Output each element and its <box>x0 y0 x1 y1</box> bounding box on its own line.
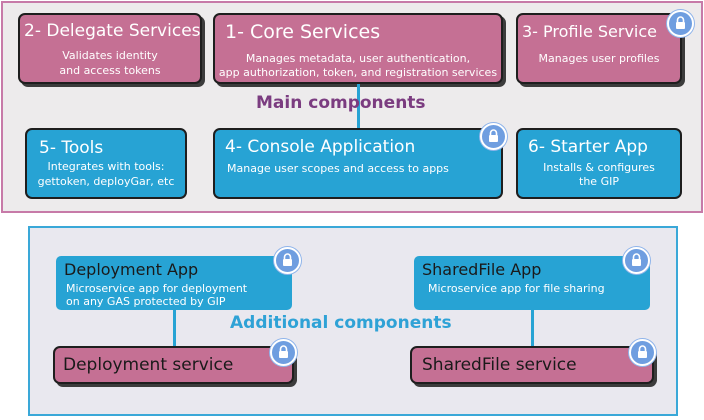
starter-app-desc-1: Installs & configures <box>543 161 655 174</box>
sharedfile-service-title: SharedFile service <box>422 355 577 375</box>
core-console-connector <box>357 84 360 130</box>
sharedfile-connector <box>531 310 534 347</box>
lock-icon <box>270 339 297 366</box>
main-components-label: Main components <box>256 93 426 113</box>
deployment-service-node: Deployment service <box>53 346 294 384</box>
deployment-app-title: Deployment App <box>64 260 199 279</box>
sharedfile-app-node: SharedFile App Microservice app for file… <box>414 256 650 310</box>
deployment-connector <box>173 310 176 347</box>
deployment-app-node: Deployment App Microservice app for depl… <box>56 256 292 310</box>
tools-desc-2: gettoken, deployGar, etc <box>37 175 175 188</box>
starter-app-node: 6- Starter App Installs & configures the… <box>516 128 682 199</box>
tools-desc-1: Integrates with tools: <box>47 160 165 173</box>
tools-title: 5- Tools <box>39 138 104 158</box>
delegate-services-title: 2- Delegate Services <box>24 21 201 41</box>
core-services-desc-1: Manages metadata, user authentication, <box>245 52 471 65</box>
lock-icon <box>274 247 301 274</box>
core-services-node: 1- Core Services Manages metadata, user … <box>213 13 503 84</box>
profile-service-node: 3- Profile Service Manages user profiles <box>516 13 682 84</box>
core-services-desc-2: app authorization, token, and registrati… <box>218 66 498 79</box>
starter-app-desc-2: the GIP <box>579 175 619 188</box>
deployment-service-title: Deployment service <box>63 355 234 375</box>
console-application-title: 4- Console Application <box>225 137 416 157</box>
lock-icon <box>667 10 694 37</box>
deployment-app-desc-1: Microservice app for deployment <box>66 282 248 295</box>
delegate-services-desc-1: Validates identity <box>62 49 158 62</box>
delegate-services-node: 2- Delegate Services Validates identity … <box>18 13 202 84</box>
lock-icon <box>623 247 650 274</box>
sharedfile-app-title: SharedFile App <box>422 260 542 279</box>
deployment-app-desc-2: on any GAS protected by GIP <box>66 295 226 308</box>
profile-service-desc: Manages user profiles <box>538 52 660 65</box>
starter-app-title: 6- Starter App <box>528 137 648 157</box>
delegate-services-desc-2: and access tokens <box>59 64 161 77</box>
console-application-desc: Manage user scopes and access to apps <box>227 162 449 175</box>
profile-service-title: 3- Profile Service <box>522 22 658 41</box>
additional-components-label: Additional components <box>230 313 452 333</box>
tools-node: 5- Tools Integrates with tools: gettoken… <box>25 128 187 199</box>
sharedfile-app-desc: Microservice app for file sharing <box>428 282 605 295</box>
sharedfile-service-node: SharedFile service <box>410 346 654 384</box>
lock-icon <box>629 339 656 366</box>
lock-icon <box>480 123 507 150</box>
core-services-title: 1- Core Services <box>225 21 381 43</box>
console-application-node: 4- Console Application Manage user scope… <box>213 128 503 199</box>
